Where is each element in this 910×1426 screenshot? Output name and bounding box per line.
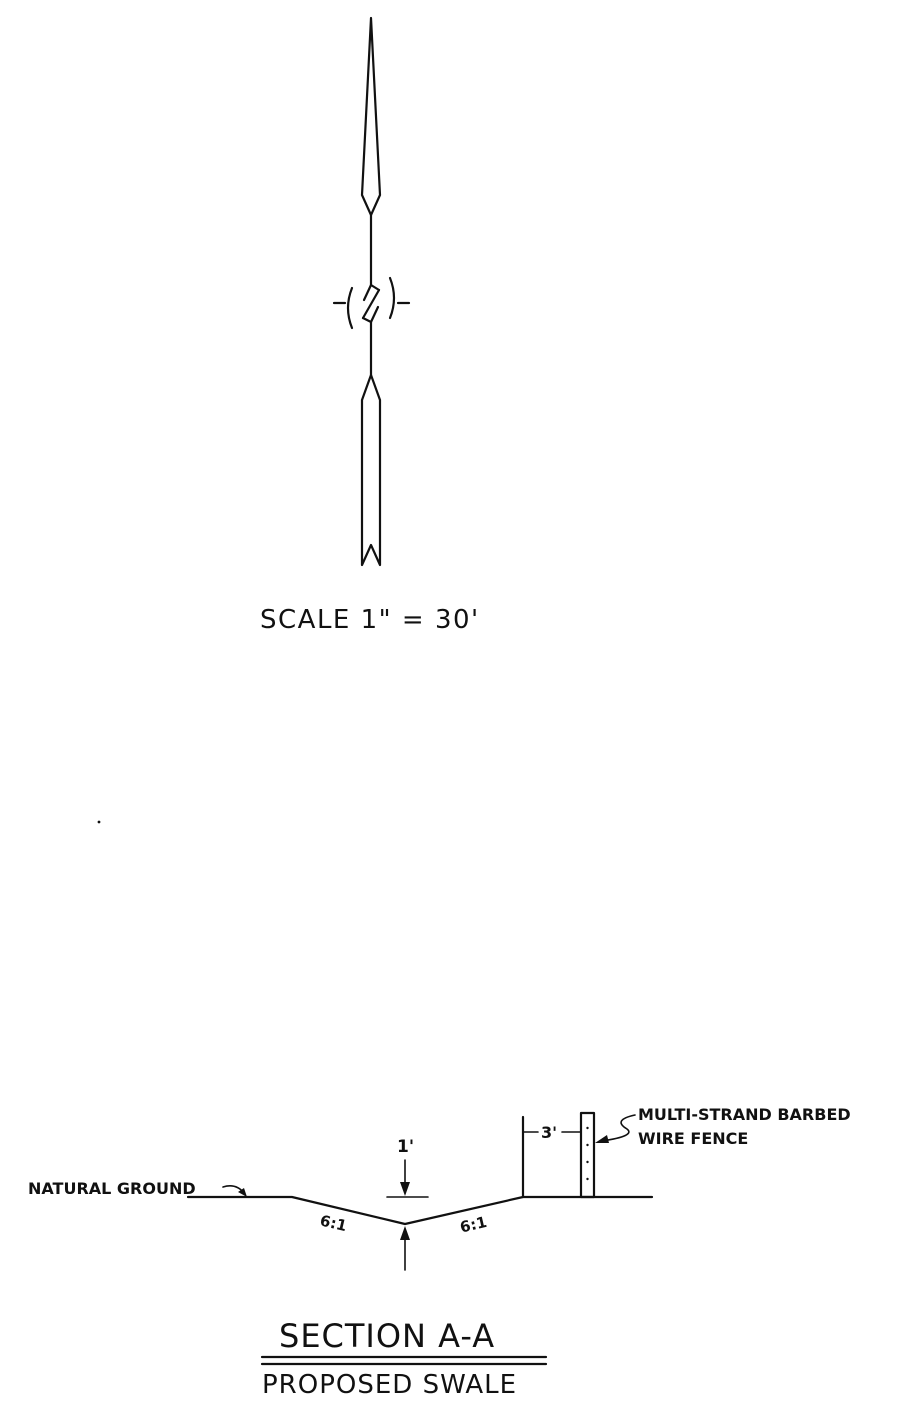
fence-leader-arrowhead — [595, 1135, 609, 1143]
fence-leader — [601, 1114, 636, 1142]
speck-dot — [97, 820, 101, 824]
north-arrow-tail — [360, 373, 382, 567]
section-title: SECTION A-A — [279, 1317, 495, 1355]
section-subtitle: PROPOSED SWALE — [262, 1370, 517, 1400]
north-arrow: N — [0, 0, 411, 567]
north-symbol-icon: N — [0, 0, 411, 330]
scale-text: SCALE 1" = 30' — [260, 605, 480, 635]
north-arrow-upper-head — [360, 16, 382, 217]
offset-label: 3' — [541, 1123, 557, 1142]
depth-label: 1' — [397, 1137, 414, 1157]
natural-ground-leader-arrowhead — [238, 1188, 247, 1197]
section-view: NATURAL GROUND 6:1 6:1 1' 3' MULTI-STRAN… — [28, 1105, 851, 1400]
right-slope-label: 6:1 — [458, 1213, 488, 1237]
depth-dim-bottom-arrow — [400, 1226, 410, 1240]
ground-profile — [186, 1195, 654, 1226]
left-slope-label: 6:1 — [318, 1212, 348, 1236]
natural-ground-label: NATURAL GROUND — [28, 1179, 196, 1198]
north-arrow-label: N — [0, 0, 1, 1]
fence-post — [579, 1111, 596, 1199]
fence-label-line1: MULTI-STRAND BARBED — [638, 1105, 851, 1124]
fence-label-line2: WIRE FENCE — [638, 1129, 748, 1148]
depth-dim-top-arrow — [400, 1182, 410, 1196]
